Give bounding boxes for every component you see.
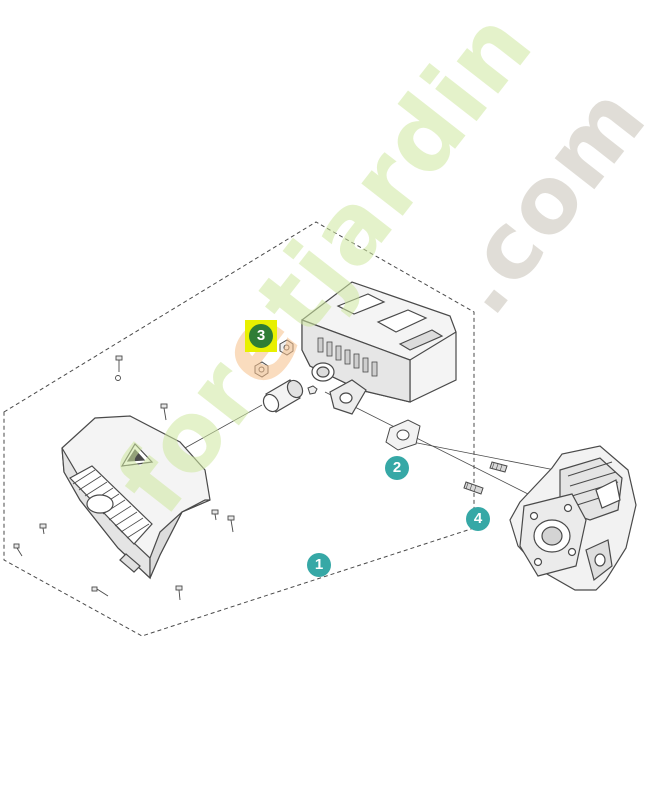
callout-2-label: 2 [392, 459, 402, 476]
gasket [385, 419, 421, 451]
studs [463, 461, 508, 495]
callout-3[interactable]: 3 [249, 324, 273, 348]
spark-arrester-tube [262, 379, 304, 413]
cylinder-head [509, 445, 637, 591]
callout-3-label: 3 [256, 327, 266, 344]
screws [13, 355, 235, 601]
callout-1[interactable]: 1 [307, 553, 331, 577]
callout-4[interactable]: 4 [466, 507, 490, 531]
callout-1-label: 1 [314, 556, 324, 573]
callout-4-label: 4 [473, 510, 483, 527]
heat-shield [61, 415, 211, 580]
muffler [301, 281, 457, 415]
callout-3-highlight: 3 [245, 320, 277, 352]
callout-2[interactable]: 2 [385, 456, 409, 480]
leader-lines [184, 391, 556, 496]
nuts [254, 339, 318, 395]
